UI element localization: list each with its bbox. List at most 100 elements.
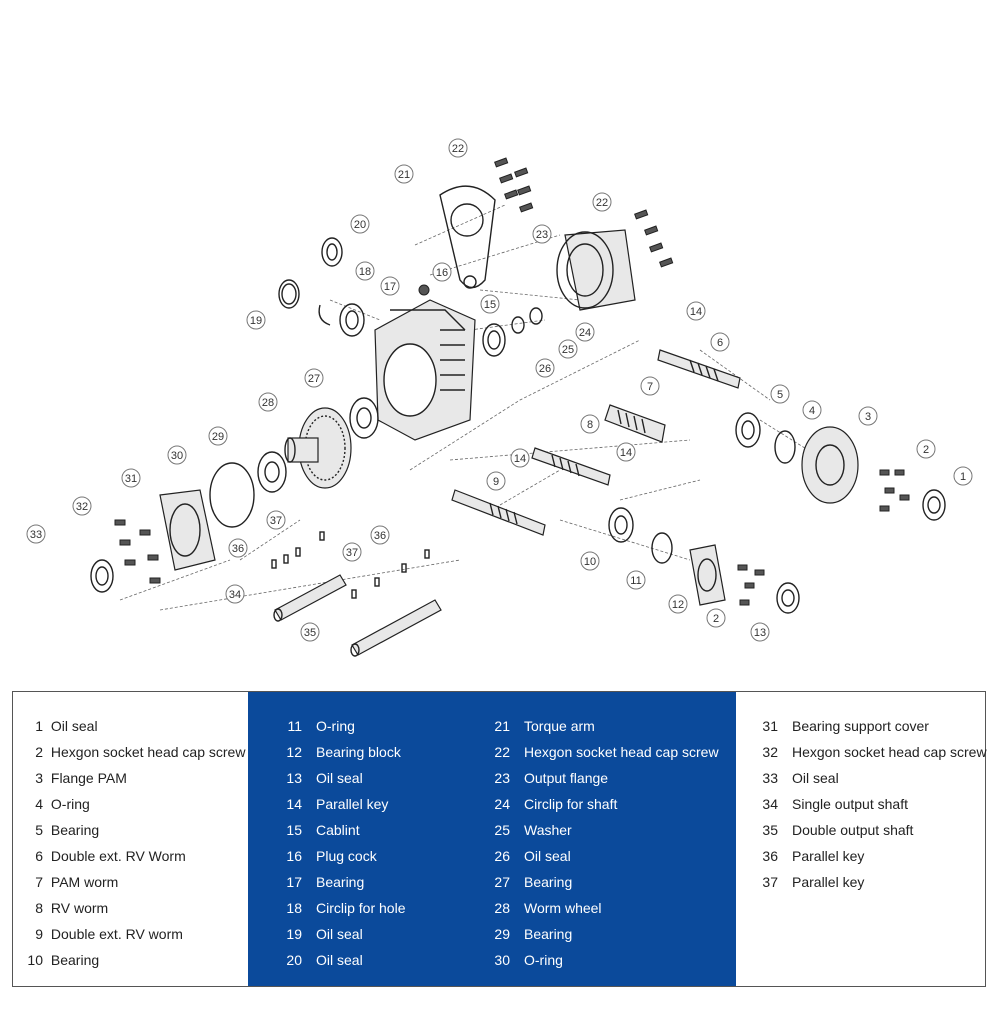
callout-number: 33: [30, 529, 42, 541]
legend-item: 3 Flange PAM: [35, 770, 127, 786]
screw-set-top: [494, 157, 674, 268]
legend-item: 5 Bearing: [35, 822, 100, 838]
bearing-part-29: [257, 451, 287, 493]
callout-number: 24: [579, 327, 591, 339]
callout-number: 5: [777, 389, 783, 401]
bearing-support-cover-part: [159, 489, 216, 571]
callout-number: 4: [809, 405, 815, 417]
callout-number: 7: [647, 381, 653, 393]
callout-number: 30: [171, 450, 183, 462]
callout-layer: 22 21 22 23 20 18 17 16 15 14 19 24 25 2…: [26, 138, 973, 642]
exploded-view-diagram: 22 21 22 23 20 18 17 16 15 14 19 24 25 2…: [26, 138, 973, 657]
torque-arm-part: [439, 185, 496, 289]
legend-item: 6 Double ext. RV Worm: [35, 848, 186, 864]
callout-number: 28: [262, 397, 274, 409]
worm-wheel-part: [284, 407, 352, 489]
callout-number: 35: [304, 627, 316, 639]
callout-number: 21: [398, 169, 410, 181]
callout-number: 14: [620, 447, 632, 459]
callout-number: 13: [754, 627, 766, 639]
legend-item: 1 Oil seal: [35, 718, 98, 734]
output-side-seals: [482, 307, 543, 357]
callout-number: 34: [229, 589, 241, 601]
callout-number: 12: [672, 599, 684, 611]
callout-number: 17: [384, 281, 396, 293]
callout-number: 11: [630, 575, 641, 587]
callout-number: 2: [923, 444, 929, 456]
callout-number: 37: [346, 547, 358, 559]
callout-number: 22: [596, 197, 608, 209]
callout-number: 22: [452, 143, 464, 155]
callout-number: 15: [484, 299, 496, 311]
callout-number: 19: [250, 315, 262, 327]
legend-item: 10 Bearing: [27, 952, 100, 968]
input-side-seals: [278, 237, 430, 337]
legend-column-1: 1 Oil seal 2 Hexgon socket head cap scre…: [13, 692, 248, 986]
callout-number: 16: [436, 267, 448, 279]
callout-number: 26: [539, 363, 551, 375]
screw-set-left: [114, 519, 161, 584]
callout-number: 18: [359, 266, 371, 278]
callout-number: 14: [690, 306, 702, 318]
gearbox-housing-part: [374, 299, 476, 441]
callout-number: 14: [514, 453, 526, 465]
output-shafts: [273, 574, 442, 657]
callout-number: 23: [536, 229, 548, 241]
parts-legend-table: 1 Oil seal 2 Hexgon socket head cap scre…: [12, 691, 987, 987]
callout-number: 6: [717, 337, 723, 349]
callout-number: 1: [960, 471, 966, 483]
legend-item: 4 O-ring: [35, 796, 90, 812]
parallel-keys: [271, 531, 430, 599]
input-flange-assembly: [735, 412, 946, 521]
callout-number: 9: [493, 476, 499, 488]
callout-number: 37: [270, 515, 282, 527]
worm-shafts: [451, 349, 741, 536]
callout-number: 10: [584, 556, 596, 568]
legend-item: 7 PAM worm: [35, 874, 119, 890]
callout-number: 36: [232, 543, 244, 555]
o-ring-part-30: [209, 462, 255, 528]
callout-number: 25: [562, 344, 574, 356]
callout-number: 31: [125, 473, 137, 485]
legend-item: 2 Hexgon socket head cap screw: [35, 744, 246, 760]
legend-item: 9 Double ext. RV worm: [35, 926, 183, 942]
callout-number: 3: [865, 411, 871, 423]
assembly-guide-lines: [119, 204, 841, 611]
output-flange-part: [556, 229, 636, 311]
oil-seal-part-33: [90, 559, 114, 593]
callout-number: 8: [587, 419, 593, 431]
bearing-part-27: [349, 397, 379, 439]
callout-number: 32: [76, 501, 88, 513]
callout-number: 20: [354, 219, 366, 231]
output-block-assembly: [608, 507, 800, 614]
legend-item: 8 RV worm: [35, 900, 109, 916]
callout-number: 2: [713, 613, 719, 625]
